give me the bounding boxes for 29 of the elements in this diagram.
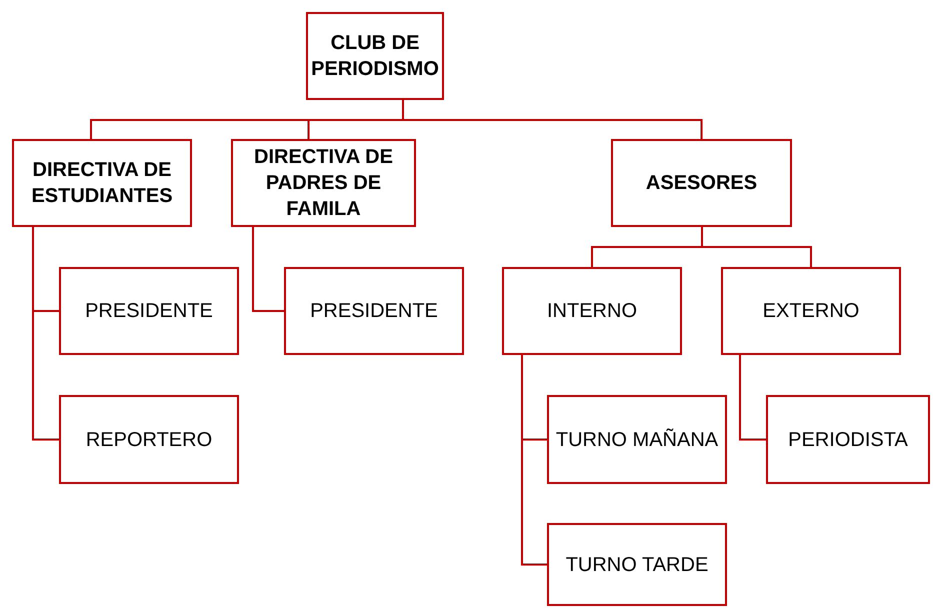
org-label: PERIODISTA	[788, 428, 908, 452]
org-box	[721, 267, 901, 355]
org-box	[284, 267, 464, 355]
connector-line	[739, 355, 766, 440]
connector-line	[252, 227, 284, 312]
org-box	[59, 267, 239, 355]
org-label: TURNO TARDE	[566, 552, 708, 578]
org-box	[766, 395, 930, 484]
connector-line	[32, 227, 59, 440]
org-box	[59, 395, 239, 484]
org-box	[502, 267, 682, 355]
org-box	[231, 139, 416, 227]
org-label: DIRECTIVA DE PADRES DE FAMILA	[253, 145, 394, 222]
org-box	[12, 139, 192, 227]
org-label: PRESIDENTE	[310, 299, 438, 324]
org-box	[306, 12, 444, 100]
org-label: CLUB DE PERIODISMO	[311, 31, 439, 82]
org-label: DIRECTIVA DE ESTUDIANTES	[30, 158, 174, 209]
org-box	[611, 139, 792, 227]
connector-line	[521, 355, 547, 566]
org-label: EXTERNO	[762, 299, 860, 324]
org-box	[547, 523, 727, 606]
org-box	[547, 395, 727, 484]
org-label: TURNO MAÑANA	[556, 428, 718, 452]
org-label: PRESIDENTE	[85, 299, 213, 324]
org-label: REPORTERO	[86, 428, 212, 452]
org-label: INTERNO	[547, 299, 637, 324]
connector-line	[402, 100, 702, 139]
org-label: ASESORES	[646, 171, 758, 196]
